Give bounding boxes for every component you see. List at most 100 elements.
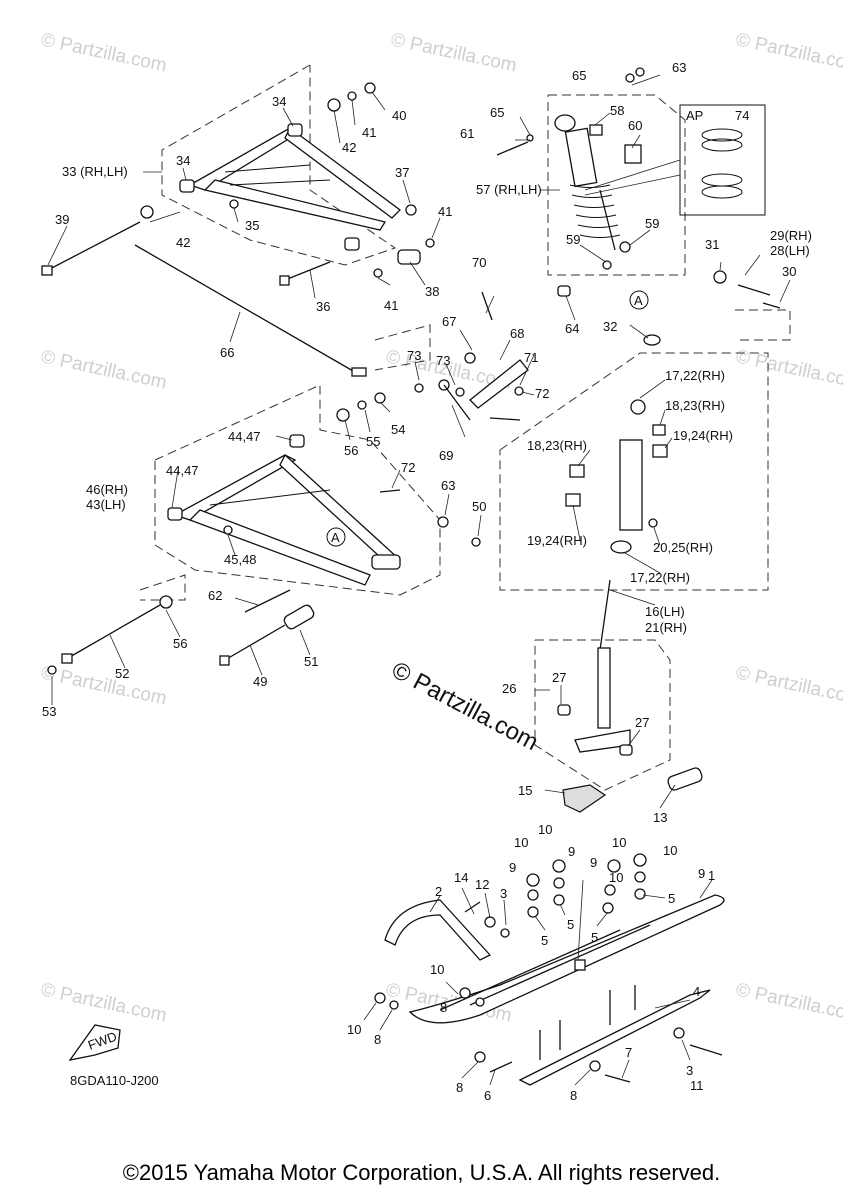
- callout-label: 9: [509, 860, 516, 875]
- callout-label: 18,23(RH): [527, 438, 587, 453]
- callout-label: 60: [628, 118, 642, 133]
- callout-label: 73: [407, 348, 421, 363]
- callout-label: 65: [490, 105, 504, 120]
- watermark: © Partzilla.com: [734, 979, 843, 1026]
- callout-label: 59: [566, 232, 580, 247]
- exploded-parts-diagram: © Partzilla.com © Partzilla.com © Partzi…: [39, 29, 843, 1103]
- callout-label: 37: [395, 165, 409, 180]
- callout-label: 27: [552, 670, 566, 685]
- callout-label: 17,22(RH): [630, 570, 690, 585]
- callout-label: 38: [425, 284, 439, 299]
- lower-swing-arm: [47, 392, 481, 675]
- callout-label: 26: [502, 681, 516, 696]
- callout-label: 3: [500, 886, 507, 901]
- callout-label: 63: [441, 478, 455, 493]
- ref-marker-circle: [629, 290, 649, 310]
- callout-label: 67: [442, 314, 456, 329]
- callout-label: 5: [541, 933, 548, 948]
- callout-label: 5: [591, 930, 598, 945]
- callout-label: 8: [440, 1000, 447, 1015]
- watermark: © Partzilla.com: [389, 29, 519, 76]
- ref-marker-circle: [326, 527, 346, 547]
- watermarks: © Partzilla.com © Partzilla.com © Partzi…: [39, 29, 843, 1026]
- callout-label: 9: [590, 855, 597, 870]
- callout-label: 44,47: [228, 429, 261, 444]
- callout-label: 21(RH): [645, 620, 687, 635]
- callout-label: 41: [438, 204, 452, 219]
- callout-label: 30: [782, 264, 796, 279]
- reference-markers: A A: [326, 290, 649, 547]
- ref-marker-a: A: [331, 530, 340, 545]
- callout-label: 16(LH): [645, 604, 685, 619]
- callout-label: 8: [374, 1032, 381, 1047]
- watermark: © Partzilla.com: [39, 29, 169, 76]
- watermark: © Partzilla.com: [39, 979, 169, 1026]
- callout-label: 39: [55, 212, 69, 227]
- callout-label: 52: [115, 666, 129, 681]
- callout-label: 13: [653, 810, 667, 825]
- callout-label: 10: [430, 962, 444, 977]
- callout-label: 41: [362, 125, 376, 140]
- callout-label: 9: [568, 844, 575, 859]
- callout-label: 49: [253, 674, 267, 689]
- callout-label: 5: [567, 917, 574, 932]
- ski-fasteners: [526, 853, 647, 918]
- callout-label: 66: [220, 345, 234, 360]
- shock-absorber: [496, 67, 645, 297]
- leader-lines: [47, 74, 791, 1086]
- callout-label: 41: [384, 298, 398, 313]
- callout-label: 15: [518, 783, 532, 798]
- copyright-footer: ©2015 Yamaha Motor Corporation, U.S.A. A…: [122, 1160, 721, 1185]
- callout-label: 53: [42, 704, 56, 719]
- ap-label: AP: [686, 108, 703, 123]
- callout-label: 34: [176, 153, 190, 168]
- watermark-center: © Partzilla.com: [387, 656, 542, 756]
- watermark: © Partzilla.com: [734, 29, 843, 76]
- callout-label: 43(LH): [86, 497, 126, 512]
- assembly-outlines: [139, 64, 791, 791]
- callout-label: 33 (RH,LH): [62, 164, 128, 179]
- callout-label: 45,48: [224, 552, 257, 567]
- callout-label: 68: [510, 326, 524, 341]
- callout-label: 51: [304, 654, 318, 669]
- callout-label: 56: [173, 636, 187, 651]
- callout-label: 3: [686, 1063, 693, 1078]
- diagram-code: 8GDA110-J200: [70, 1073, 159, 1088]
- steering-column: [557, 270, 781, 813]
- callout-label: 32: [603, 319, 617, 334]
- callout-label: 4: [693, 984, 700, 999]
- callout-labels: 1 2 3 3 4 5 5 5 5 6 7 8 8 8 8 9 9 9 9 10…: [42, 60, 812, 1103]
- watermark: © Partzilla.com: [39, 662, 169, 709]
- ref-marker-a: A: [634, 293, 643, 308]
- callout-label: 40: [392, 108, 406, 123]
- callout-label: 65: [572, 68, 586, 83]
- callout-label: 74: [735, 108, 749, 123]
- callout-label: 18,23(RH): [665, 398, 725, 413]
- callout-label: 44,47: [166, 463, 199, 478]
- callout-label: 8: [456, 1080, 463, 1095]
- callout-label: 73: [436, 353, 450, 368]
- callout-label: 7: [625, 1045, 632, 1060]
- callout-label: 46(RH): [86, 482, 128, 497]
- callout-label: 19,24(RH): [673, 428, 733, 443]
- callout-label: 62: [208, 588, 222, 603]
- fwd-arrow: FWD: [68, 1024, 121, 1061]
- callout-label: 50: [472, 499, 486, 514]
- callout-label: 1: [708, 868, 715, 883]
- callout-label: 55: [366, 434, 380, 449]
- callout-label: 28(LH): [770, 243, 810, 258]
- link-plate: [379, 291, 529, 493]
- callout-label: 54: [391, 422, 405, 437]
- callout-label: 36: [316, 299, 330, 314]
- callout-label: 63: [672, 60, 686, 75]
- callout-label: 10: [347, 1022, 361, 1037]
- shaft: [134, 244, 367, 377]
- callout-label: 10: [612, 835, 626, 850]
- callout-label: 57 (RH,LH): [476, 182, 542, 197]
- watermark: © Partzilla.com: [734, 662, 843, 709]
- callout-label: 10: [514, 835, 528, 850]
- upper-swing-arm: [41, 82, 435, 286]
- ski: [374, 894, 725, 1086]
- callout-label: 42: [176, 235, 190, 250]
- callout-label: 8: [570, 1088, 577, 1103]
